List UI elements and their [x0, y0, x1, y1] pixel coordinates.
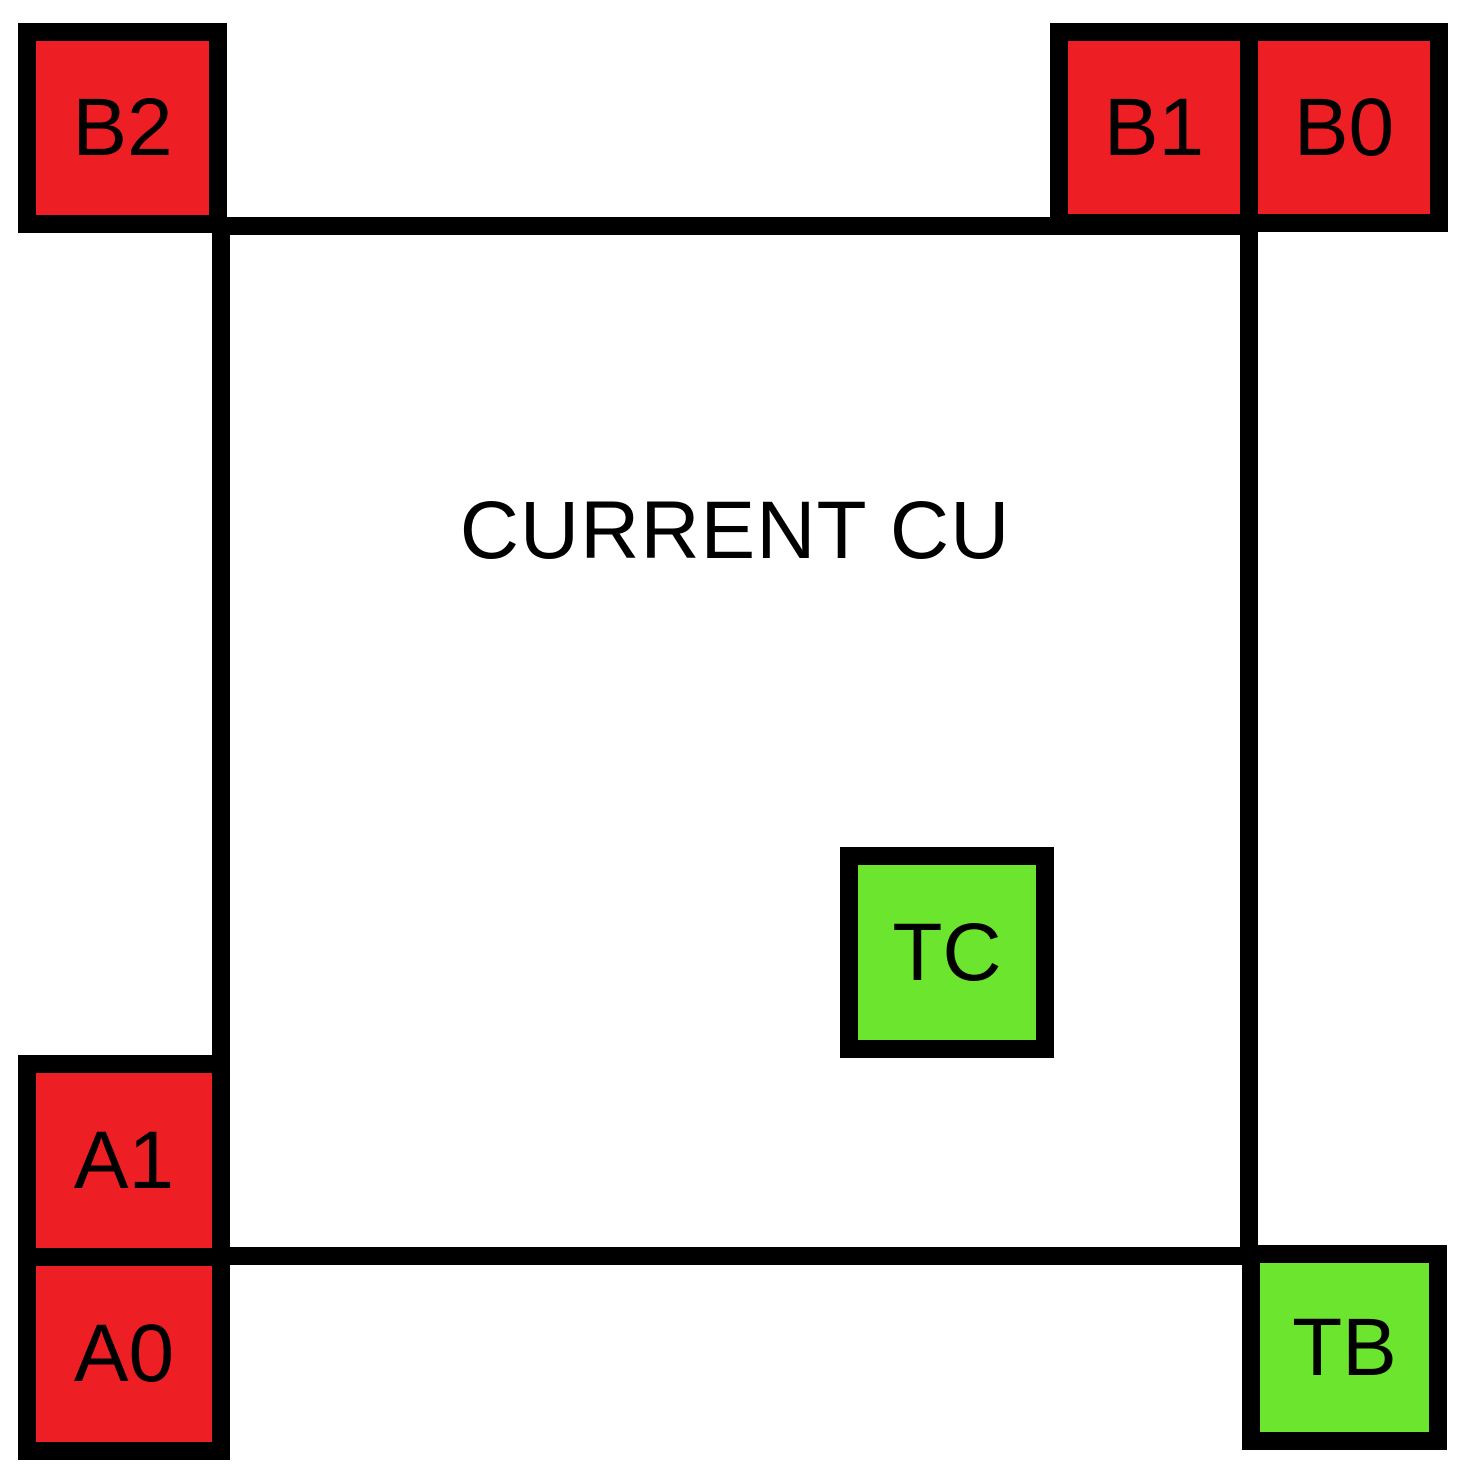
block-label-b0: B0 [1293, 81, 1395, 173]
current-cu-square [212, 217, 1258, 1265]
candidate-block-tb: TB [1242, 1245, 1447, 1450]
block-label-a1: A1 [73, 1114, 175, 1206]
candidate-block-a0: A0 [18, 1248, 230, 1460]
block-label-tb: TB [1292, 1301, 1397, 1393]
block-label-b2: B2 [72, 82, 173, 173]
block-label-b1: B1 [1103, 81, 1205, 173]
candidate-block-a1: A1 [18, 1055, 230, 1266]
block-label-tc: TC [892, 906, 1002, 998]
candidate-block-b1: B1 [1050, 23, 1258, 232]
candidate-block-b0: B0 [1240, 23, 1448, 232]
current-cu-label: CURRENT CU [459, 485, 1011, 576]
block-label-a0: A0 [73, 1308, 175, 1399]
candidate-block-b2: B2 [18, 23, 227, 233]
candidate-block-tc: TC [840, 847, 1054, 1058]
